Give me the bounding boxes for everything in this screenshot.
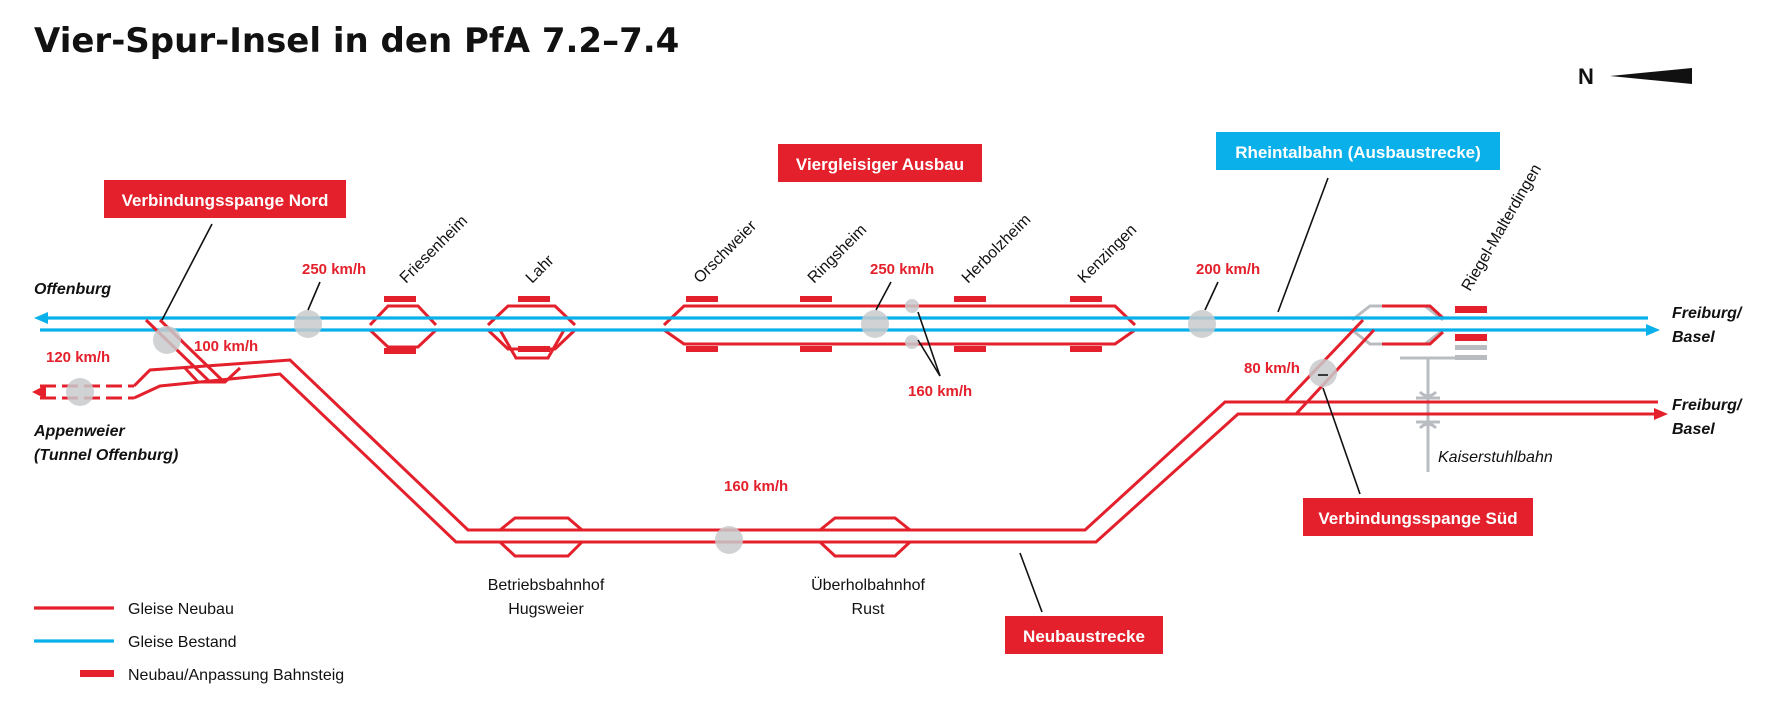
speed-80-sued: 80 km/h	[1244, 360, 1300, 377]
platform-bar	[1070, 296, 1102, 302]
speed-160-island: 160 km/h	[908, 383, 972, 400]
station-lahr: Lahr	[523, 252, 558, 287]
tag-label: Verbindungsspange Süd	[1318, 509, 1517, 528]
kaiserstuhlbahn-label: Kaiserstuhlbahn	[1438, 449, 1553, 466]
station-orschweier: Orschweier	[691, 217, 761, 287]
arrow-right-freiburg-top-icon	[1646, 324, 1660, 336]
platform-bar	[1070, 346, 1102, 352]
tag-neubaustrecke: Neubaustrecke	[1005, 616, 1163, 654]
platform-bar	[1455, 334, 1487, 341]
speed-marker-dot	[905, 299, 919, 313]
platform-bar	[384, 296, 416, 302]
platform-bar	[800, 296, 832, 302]
tag-label: Rheintalbahn (Ausbaustrecke)	[1235, 143, 1481, 162]
city-labels: Offenburg Appenweier (Tunnel Offenburg) …	[33, 281, 1743, 464]
arrow-left-offenburg-icon	[34, 312, 48, 324]
speed-250-ringsheim: 250 km/h	[870, 261, 934, 278]
platform-bar	[954, 296, 986, 302]
tag-label: Viergleisiger Ausbau	[796, 155, 964, 174]
speed-120-appenweier: 120 km/h	[46, 349, 110, 366]
station-ringsheim: Ringsheim	[805, 221, 870, 286]
station-rust-name: Rust	[852, 601, 885, 618]
station-hugsweier-name: Hugsweier	[508, 601, 584, 618]
city-freiburg-top: Freiburg/	[1672, 305, 1743, 322]
speed-labels: 250 km/h 250 km/h 200 km/h 160 km/h 160 …	[46, 261, 1300, 495]
tag-rheintalbahn: Rheintalbahn (Ausbaustrecke)	[1216, 132, 1500, 170]
arrow-left-appenweier-icon	[32, 385, 46, 399]
tag-label: Neubaustrecke	[1023, 627, 1145, 646]
legend-label-existing: Gleise Bestand	[128, 634, 237, 651]
city-appenweier-sub: (Tunnel Offenburg)	[34, 447, 178, 464]
platform-bars	[384, 296, 1487, 354]
legend: Gleise Neubau Gleise Bestand Neubau/Anpa…	[34, 601, 344, 684]
station-herbolzheim: Herbolzheim	[959, 211, 1035, 287]
speed-marker-dot	[715, 526, 743, 554]
speed-100-nord: 100 km/h	[194, 338, 258, 355]
speed-250-friesenheim: 250 km/h	[302, 261, 366, 278]
platform-bar	[954, 346, 986, 352]
page-title: Vier-Spur-Insel in den PfA 7.2–7.4	[34, 21, 679, 61]
station-hugsweier-type: Betriebsbahnhof	[488, 577, 605, 594]
speed-markers	[66, 299, 1337, 554]
platform-bar	[686, 346, 718, 352]
new-tracks-upper	[368, 304, 1445, 360]
north-arrow-icon: N	[1578, 64, 1692, 89]
city-freiburg-bottom: Freiburg/	[1672, 397, 1743, 414]
speed-marker-dot	[1309, 359, 1337, 387]
tag-verbindungsspange-nord: Verbindungsspange Nord	[104, 180, 346, 218]
platform-bar	[384, 348, 416, 354]
grey-platform-bars	[1455, 345, 1487, 360]
riegel-existing-tracks	[1351, 304, 1487, 472]
existing-tracks-rheintalbahn	[40, 316, 1648, 332]
platform-bar	[518, 346, 550, 352]
platform-bar	[800, 346, 832, 352]
legend-label-new: Gleise Neubau	[128, 601, 234, 618]
tag-verbindungsspange-sued: Verbindungsspange Süd	[1303, 498, 1533, 536]
station-kenzingen: Kenzingen	[1075, 221, 1140, 286]
platform-bar	[518, 296, 550, 302]
legend-swatch-platform	[80, 670, 114, 677]
tag-viergleisiger-ausbau: Viergleisiger Ausbau	[778, 144, 982, 182]
arrow-right-freiburg-bottom-icon	[1654, 408, 1668, 420]
city-offenburg: Offenburg	[34, 281, 111, 298]
legend-label-platform: Neubau/Anpassung Bahnsteig	[128, 667, 344, 684]
speed-marker-dot	[1188, 310, 1216, 338]
tag-label: Verbindungsspange Nord	[122, 191, 329, 210]
speed-marker-dot	[294, 310, 322, 338]
leader-lines	[161, 177, 1361, 613]
speed-marker-dot	[153, 326, 181, 354]
station-rust-type: Überholbahnhof	[811, 576, 925, 594]
station-friesenheim: Friesenheim	[397, 213, 471, 287]
speed-marker-dot	[861, 310, 889, 338]
station-labels-bottom: Betriebsbahnhof Hugsweier Überholbahnhof…	[488, 449, 1553, 618]
city-appenweier: Appenweier	[33, 423, 125, 440]
speed-200-kenzingen: 200 km/h	[1196, 261, 1260, 278]
city-freiburg-bottom-sub: Basel	[1672, 421, 1715, 438]
speed-marker-dot	[905, 335, 919, 349]
speed-marker-dot	[66, 378, 94, 406]
station-riegel-malterdingen: Riegel-Malterdingen	[1459, 161, 1545, 294]
city-freiburg-top-sub: Basel	[1672, 329, 1715, 346]
platform-bar	[1455, 306, 1487, 313]
platform-bar	[686, 296, 718, 302]
speed-160-neubaustrecke: 160 km/h	[724, 478, 788, 495]
north-label: N	[1578, 64, 1594, 89]
